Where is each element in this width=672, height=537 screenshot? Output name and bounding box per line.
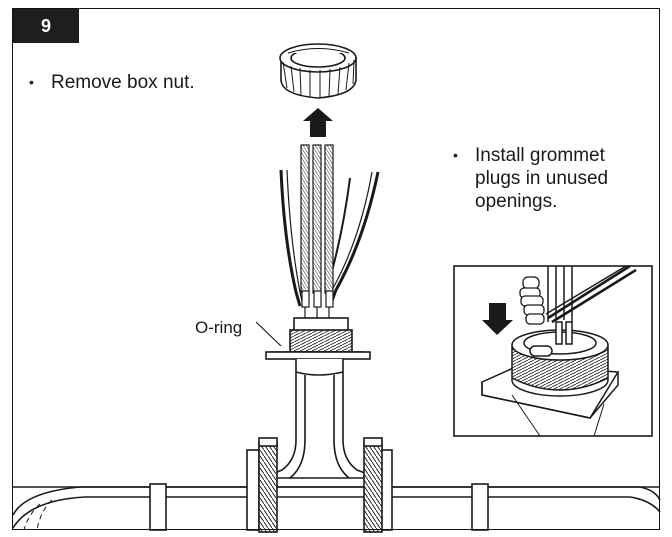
striped-wires: [300, 144, 334, 330]
grommet-plugs: [519, 276, 545, 325]
box-nut: [279, 43, 357, 99]
pipe-fitting: [261, 317, 379, 479]
o-ring-leader: [255, 321, 282, 347]
up-arrow-icon: [303, 108, 333, 137]
conduit-box: [12, 437, 661, 533]
inset-fitting: [481, 264, 637, 437]
inset-detail: [453, 264, 653, 437]
down-arrow-icon: [482, 303, 513, 335]
